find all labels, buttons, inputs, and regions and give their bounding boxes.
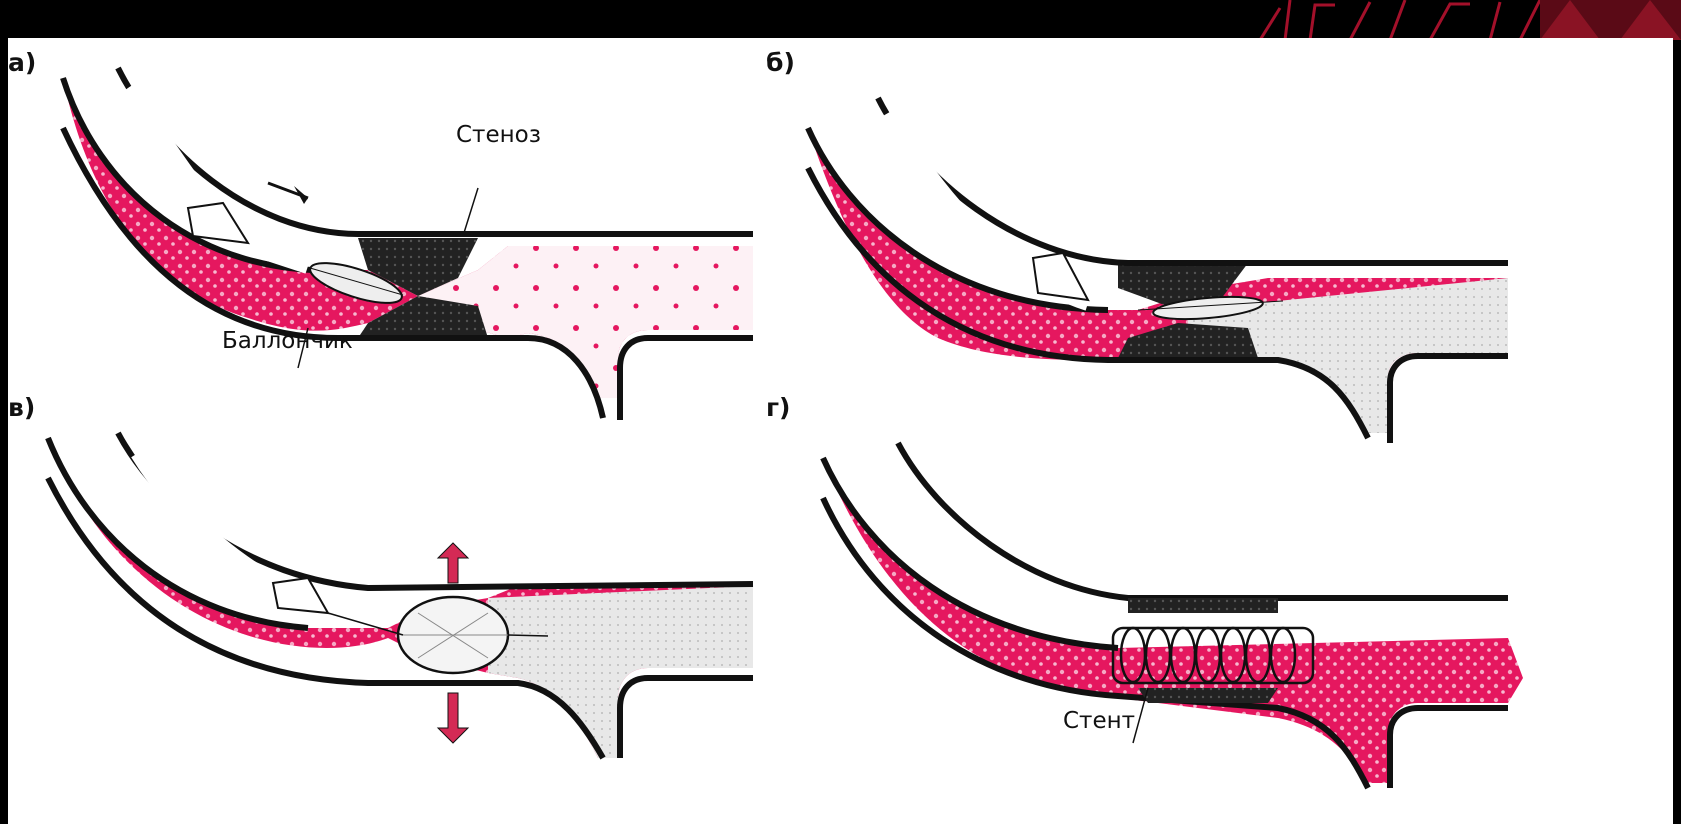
panel-b (808, 98, 1508, 443)
panel-label-c: в) (8, 393, 35, 422)
arrow-down-icon (438, 693, 468, 743)
panel-label-a: а) (8, 48, 36, 77)
angioplasty-diagram (8, 38, 1673, 824)
panel-label-d: г) (766, 393, 791, 422)
panel-label-b: б) (766, 48, 795, 77)
panel-c (48, 433, 753, 758)
balloon-label: Баллончик (222, 328, 353, 354)
panel-a (63, 68, 753, 420)
diagram-canvas: а) б) в) г) Стеноз Баллончик Стент (8, 38, 1673, 824)
panel-d (823, 443, 1523, 788)
stent-label: Стент (1063, 708, 1135, 734)
corner-decoration (1240, 0, 1681, 40)
arrow-up-icon (438, 543, 468, 583)
stenosis-label: Стеноз (456, 122, 541, 148)
